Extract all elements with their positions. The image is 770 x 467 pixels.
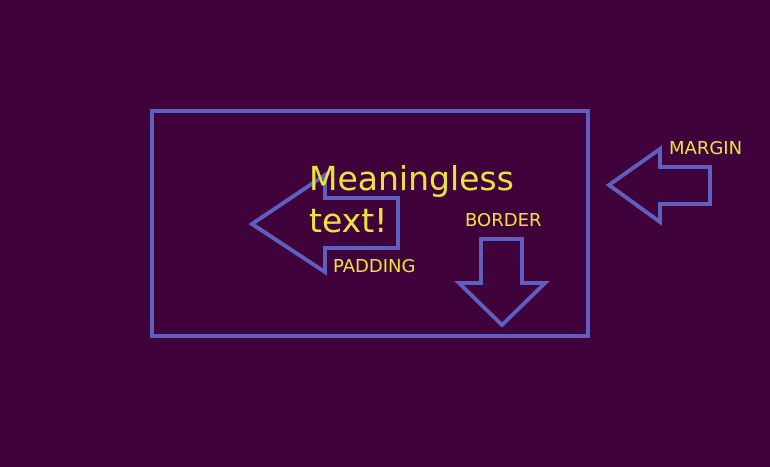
padding-arrow-icon: [248, 171, 400, 276]
padding-label: PADDING: [333, 256, 416, 277]
border-label: BORDER: [465, 210, 542, 231]
main-text: Meaningless text!: [309, 159, 514, 240]
border-arrow-icon: [454, 237, 550, 328]
box-border: [150, 109, 590, 338]
margin-label: MARGIN: [669, 138, 743, 159]
margin-arrow-icon: [605, 145, 712, 226]
